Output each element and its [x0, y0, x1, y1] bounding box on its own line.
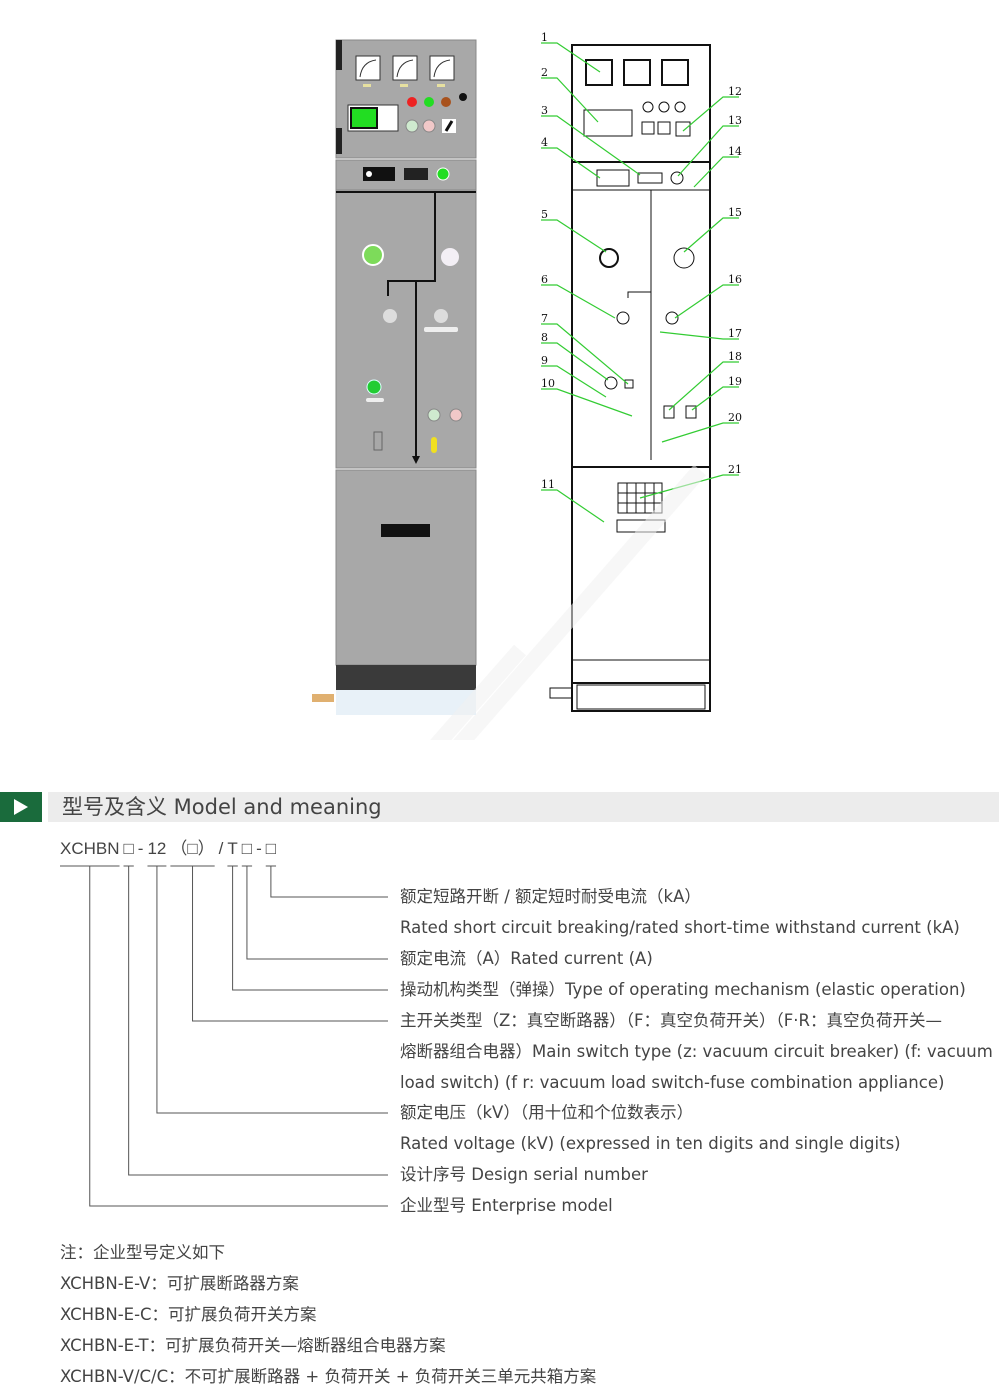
leader-line: [674, 284, 739, 319]
tree-line: [123, 865, 388, 1176]
callout-number: 21: [728, 463, 742, 476]
model-code-segment: T: [227, 839, 238, 858]
callout-number: 13: [728, 114, 742, 127]
leader-line: [639, 474, 739, 499]
model-code-segment: 12: [147, 839, 167, 858]
meaning-line: load switch) (f r: vacuum load switch-fu…: [400, 1073, 945, 1092]
note-line: XCHBN-V/C/C：不可扩展断路器 + 负荷开关 + 负荷开关三单元共箱方案: [60, 1367, 597, 1386]
leader-line: [661, 422, 739, 443]
leader-line: [541, 489, 605, 523]
callout-number: 16: [728, 273, 742, 286]
leader-line: [682, 96, 739, 132]
model-code-segment: -: [137, 839, 144, 858]
callout-number: 12: [728, 85, 742, 98]
section-title: 型号及含义 Model and meaning: [62, 795, 382, 819]
tree-line: [265, 865, 388, 898]
watermark: [430, 464, 707, 740]
meaning-line: Rated voltage (kV) (expressed in ten dig…: [400, 1134, 901, 1153]
leader-line: [541, 284, 616, 319]
callout-number: 19: [728, 375, 742, 388]
callout-number: 5: [541, 208, 548, 221]
meaning-line: 设计序号 Design serial number: [400, 1165, 648, 1184]
meaning-line: 主开关类型（Z：真空断路器）（F：真空负荷开关）（F·R：真空负荷开关—: [400, 1011, 942, 1030]
callout-number: 15: [728, 206, 742, 219]
cabinet-front-view: [312, 39, 477, 715]
model-code-segment: -: [256, 839, 262, 858]
callout-number: 17: [728, 327, 742, 340]
meaning-line: 熔断器组合电器）Main switch type (z: vacuum circ…: [400, 1042, 993, 1061]
leader-line: [541, 77, 599, 123]
leader-line: [541, 323, 629, 385]
callout-number: 10: [541, 377, 555, 390]
leader-line: [541, 342, 609, 381]
section-marker-icon: [0, 792, 42, 822]
model-code-segment: □: [241, 839, 253, 858]
leader-line: [677, 125, 739, 177]
tree-line: [227, 865, 388, 991]
note-line: XCHBN-E-V：可扩展断路器方案: [60, 1274, 299, 1293]
meaning-line: 操动机构类型（弹操）Type of operating mechanism (e…: [400, 980, 966, 999]
callout-number: 9: [541, 354, 548, 367]
model-code-segment: （□）: [170, 839, 215, 858]
callout-number: 2: [541, 66, 548, 79]
leader-line: [541, 42, 601, 73]
callout-number: 8: [541, 331, 548, 344]
tree-line: [241, 865, 388, 960]
callout-number: 11: [541, 478, 555, 491]
leader-line: [541, 147, 601, 179]
tree-line: [170, 865, 388, 1022]
model-code: XCHBN□-12（□）/T□-□: [60, 838, 276, 860]
leader-line: [691, 386, 739, 411]
meaning-line: 额定短路开断 / 额定短时耐受电流（kA）: [400, 887, 701, 906]
meaning-line: 企业型号 Enterprise model: [400, 1196, 613, 1215]
model-code-segment: XCHBN: [60, 839, 120, 858]
switchgear-figures: [312, 39, 739, 740]
leader-line: [541, 219, 607, 253]
leader-line: [683, 217, 739, 253]
callout-number: 3: [541, 104, 548, 117]
cabinet-line-drawing: [549, 44, 711, 712]
model-code-segment: /: [218, 839, 224, 858]
model-code-segment: □: [265, 839, 277, 858]
model-code-segment: □: [123, 839, 134, 858]
meaning-line: Rated short circuit breaking/rated short…: [400, 918, 960, 937]
leader-line: [541, 115, 641, 176]
callout-number: 7: [541, 312, 548, 325]
note-line: XCHBN-E-T：可扩展负荷开关—熔断器组合电器方案: [60, 1336, 446, 1355]
note-line: 注：企业型号定义如下: [60, 1243, 225, 1262]
tree-line: [147, 865, 388, 1114]
callout-number: 20: [728, 411, 742, 424]
note-line: XCHBN-E-C：可扩展负荷开关方案: [60, 1305, 317, 1324]
leader-line: [693, 156, 739, 188]
meaning-line: 额定电流（A）Rated current (A): [400, 949, 653, 968]
callout-number: 4: [541, 136, 548, 149]
callout-number: 18: [728, 350, 742, 363]
tree-line: [60, 865, 388, 1207]
callout-number: 14: [728, 145, 742, 158]
leader-line: [659, 331, 739, 340]
section-header-bar: [48, 792, 999, 822]
leader-line: [668, 361, 739, 411]
leader-line: [541, 365, 607, 398]
meaning-line: 额定电压（kV）（用十位和个位数表示）: [400, 1103, 694, 1122]
callout-number: 1: [541, 31, 548, 44]
callout-number: 6: [541, 273, 548, 286]
leader-line: [541, 388, 633, 417]
callout-leader-lines: [541, 42, 739, 523]
